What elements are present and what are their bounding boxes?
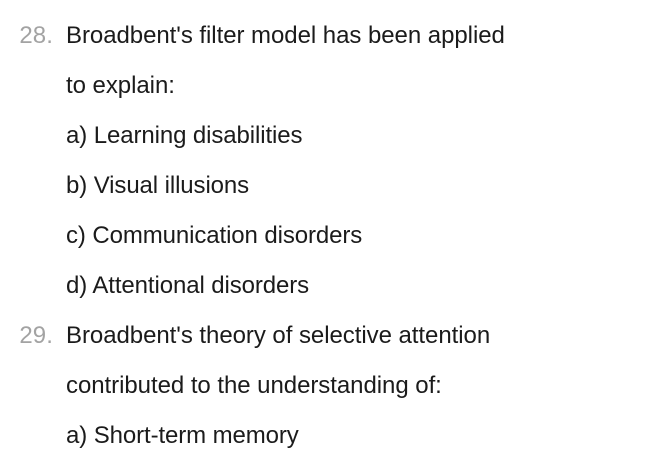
question-stem-text: Broadbent's theory of selective attentio… — [66, 322, 491, 349]
answer-option-label: c) Communication disorders — [66, 222, 363, 249]
question-number: 28. — [19, 22, 53, 49]
question-stem-line: contributed to the understanding of: — [0, 361, 664, 411]
answer-option-label: a) Short-term memory — [66, 422, 299, 449]
question-block-28: 28. Broadbent's filter model has been ap… — [0, 11, 664, 311]
answer-option-label: a) Learning disabilities — [66, 122, 303, 149]
question-stem-line: 29. Broadbent's theory of selective atte… — [0, 311, 664, 361]
question-stem-line: 28. Broadbent's filter model has been ap… — [0, 11, 664, 61]
question-stem-text: Broadbent's filter model has been applie… — [66, 22, 505, 49]
answer-option-label: d) Attentional disorders — [66, 272, 310, 299]
answer-option-b[interactable]: b) Visual illusions — [0, 161, 664, 211]
question-stem-line: to explain: — [0, 61, 664, 111]
question-stem-text: contributed to the understanding of: — [66, 372, 442, 399]
question-stem-text: to explain: — [66, 72, 175, 99]
answer-option-label: b) Visual illusions — [66, 172, 250, 199]
answer-option-d[interactable]: d) Attentional disorders — [0, 261, 664, 311]
answer-option-c[interactable]: c) Communication disorders — [0, 211, 664, 261]
answer-option-a[interactable]: a) Short-term memory — [0, 411, 664, 461]
question-number: 29. — [19, 322, 53, 349]
answer-option-a[interactable]: a) Learning disabilities — [0, 111, 664, 161]
question-block-29: 29. Broadbent's theory of selective atte… — [0, 311, 664, 461]
